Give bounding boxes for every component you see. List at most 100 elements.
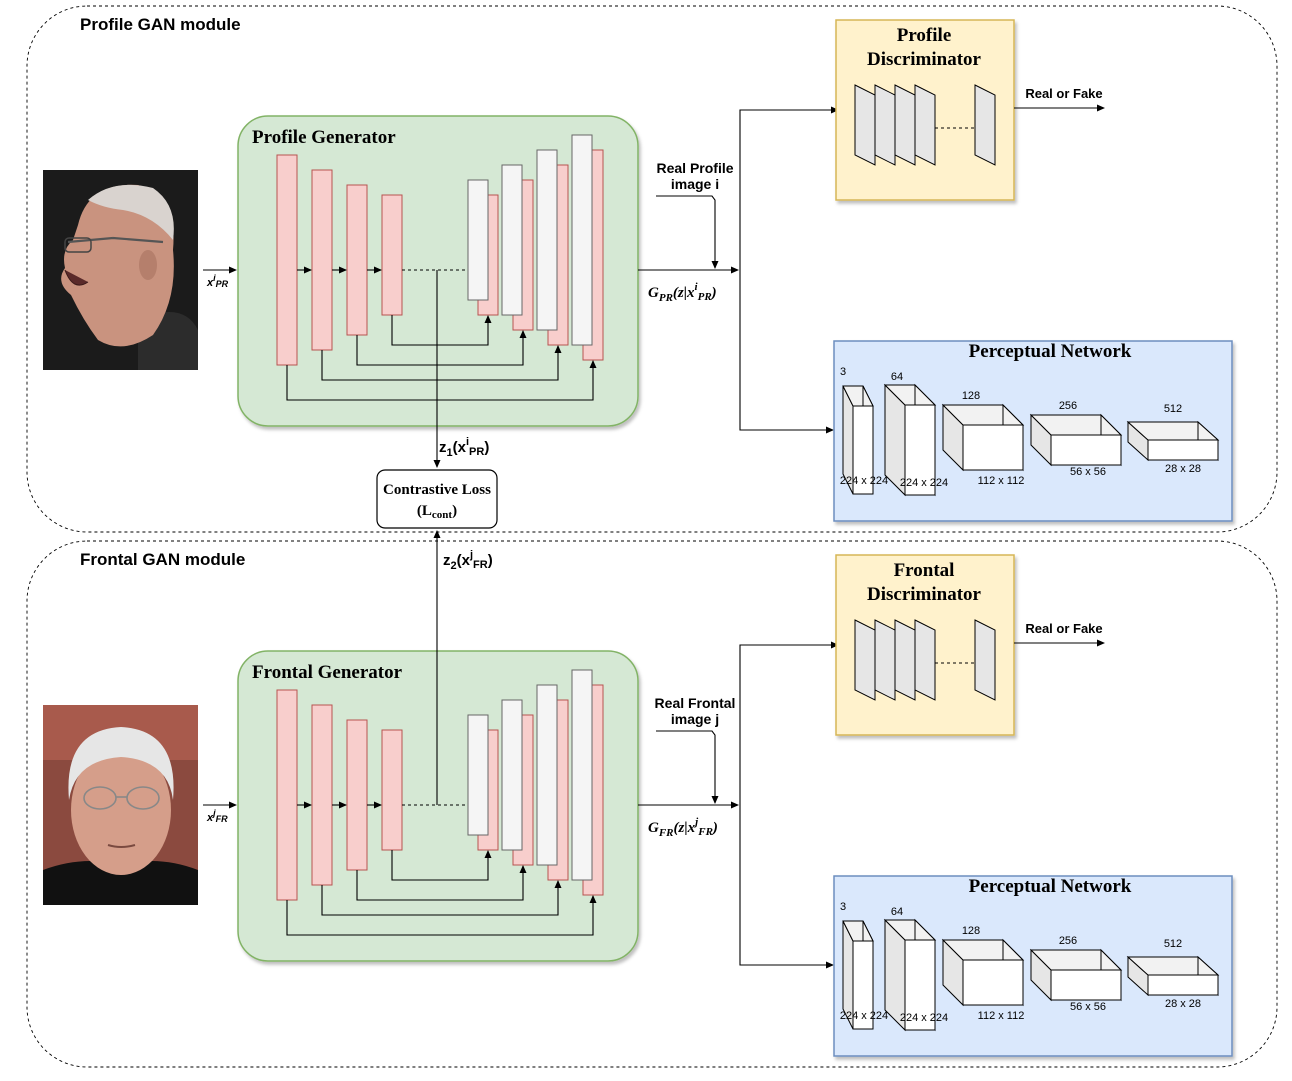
layer-channel-label: 512 <box>1164 403 1182 415</box>
perceptual-network-title: Perceptual Network <box>969 876 1132 897</box>
discriminator-title: Discriminator <box>867 584 982 605</box>
skip-connection <box>286 360 597 401</box>
generator-output-label: GPR(z|xiPR) <box>648 281 717 304</box>
real-image-label: image i <box>671 176 719 192</box>
perceptual-layer-block <box>941 403 1025 472</box>
discriminator-layer <box>974 619 996 701</box>
discriminator-output-label: Real or Fake <box>1025 86 1102 101</box>
perceptual-layer-block <box>883 918 937 1032</box>
layer-size-label: 224 x 224 <box>840 1010 888 1022</box>
perceptual-layer-block <box>883 383 937 497</box>
layer-channel-label: 3 <box>840 901 846 913</box>
latent-connections: z1(xiPR) z2(xjFR) <box>433 270 493 805</box>
input-label: xjFR <box>206 808 228 824</box>
module-title: Frontal GAN module <box>80 550 245 569</box>
profile-gan-module: Profile GAN module xiPR Profile GeneratorG… <box>26 5 1278 533</box>
layer-size-label: 56 x 56 <box>1070 466 1106 478</box>
decoder-layer <box>571 669 593 881</box>
skip-connection <box>356 865 527 901</box>
encoder-layer <box>346 184 368 336</box>
decoder-layer <box>467 179 489 301</box>
layer-channel-label: 256 <box>1059 400 1077 412</box>
discriminator-output-label: Real or Fake <box>1025 621 1102 636</box>
skip-connection <box>391 315 492 346</box>
discriminator-layer <box>894 619 916 701</box>
decoder-layer <box>571 134 593 346</box>
module-border <box>26 540 1278 1068</box>
discriminator-layer <box>914 84 936 166</box>
discriminator-title: Discriminator <box>867 49 982 70</box>
discriminator-layer <box>854 84 876 166</box>
profile-face-photo <box>43 170 198 370</box>
discriminator-layer <box>874 84 896 166</box>
layer-size-label: 112 x 112 <box>978 1010 1025 1022</box>
encoder-layer <box>276 689 298 901</box>
real-image-label: Real Frontal <box>655 695 736 711</box>
layer-size-label: 224 x 224 <box>900 1012 948 1024</box>
to-perceptual-arrow <box>739 270 834 434</box>
discriminator-title: Profile <box>897 25 952 46</box>
real-image-arrow <box>656 730 719 804</box>
skip-connection <box>321 880 562 916</box>
layer-size-label: 56 x 56 <box>1070 1001 1106 1013</box>
perceptual-layer-block <box>1029 948 1123 1002</box>
layer-size-label: 112 x 112 <box>978 475 1025 487</box>
encoder-layer <box>311 704 333 886</box>
contrastive-loss-title: Contrastive Loss <box>383 482 491 498</box>
layer-channel-label: 64 <box>891 906 903 918</box>
discriminator-layer <box>874 619 896 701</box>
layer-channel-label: 3 <box>840 366 846 378</box>
decoder-layer <box>501 164 523 316</box>
discriminator-layer <box>894 84 916 166</box>
decoder-layer <box>467 714 489 836</box>
layer-channel-label: 64 <box>891 371 903 383</box>
to-discriminator-arrow <box>739 106 839 270</box>
module-title: Profile GAN module <box>80 15 241 34</box>
skip-connection <box>356 330 527 366</box>
latent-label: z2(xjFR) <box>443 549 493 572</box>
skip-connection <box>286 895 597 936</box>
real-image-label: image j <box>671 711 719 727</box>
perceptual-layer-block <box>941 938 1025 1007</box>
generator-title: Profile Generator <box>252 127 396 148</box>
perceptual-layer-block <box>1126 420 1220 462</box>
skip-connection <box>321 345 562 381</box>
layer-channel-label: 256 <box>1059 935 1077 947</box>
real-image-arrow <box>656 195 719 269</box>
decoder-layer <box>536 149 558 331</box>
contrastive-loss-box: Contrastive Loss (Lcont) <box>376 469 498 529</box>
layer-size-label: 28 x 28 <box>1165 998 1201 1010</box>
latent-label: z1(xiPR) <box>439 436 489 459</box>
discriminator-title: Frontal <box>894 560 955 581</box>
discriminator-layer <box>974 84 996 166</box>
perceptual-layer-block <box>1029 413 1123 467</box>
discriminator-layer <box>854 619 876 701</box>
encoder-layer <box>346 719 368 871</box>
perceptual-layer-block <box>842 385 874 495</box>
layer-channel-label: 128 <box>962 925 980 937</box>
perceptual-layer-block <box>1126 955 1220 997</box>
generator-output-label: GFR(z|xjFR) <box>648 816 718 839</box>
layer-size-label: 224 x 224 <box>840 475 888 487</box>
decoder-layer <box>501 699 523 851</box>
perceptual-network-title: Perceptual Network <box>969 341 1132 362</box>
contrastive-loss-symbol: (Lcont) <box>417 503 457 521</box>
layer-size-label: 224 x 224 <box>900 477 948 489</box>
perceptual-layer-block <box>842 920 874 1030</box>
encoder-layer <box>381 194 403 316</box>
input-label: xiPR <box>206 273 229 289</box>
decoder-layer <box>536 684 558 866</box>
layer-channel-label: 512 <box>1164 938 1182 950</box>
module-border <box>26 5 1278 533</box>
to-perceptual-arrow <box>739 805 834 969</box>
frontal-face-photo <box>43 705 198 905</box>
layer-size-label: 28 x 28 <box>1165 463 1201 475</box>
discriminator-layer <box>914 619 936 701</box>
to-discriminator-arrow <box>739 641 839 805</box>
encoder-layer <box>381 729 403 851</box>
skip-connection <box>391 850 492 881</box>
layer-channel-label: 128 <box>962 390 980 402</box>
encoder-layer <box>311 169 333 351</box>
